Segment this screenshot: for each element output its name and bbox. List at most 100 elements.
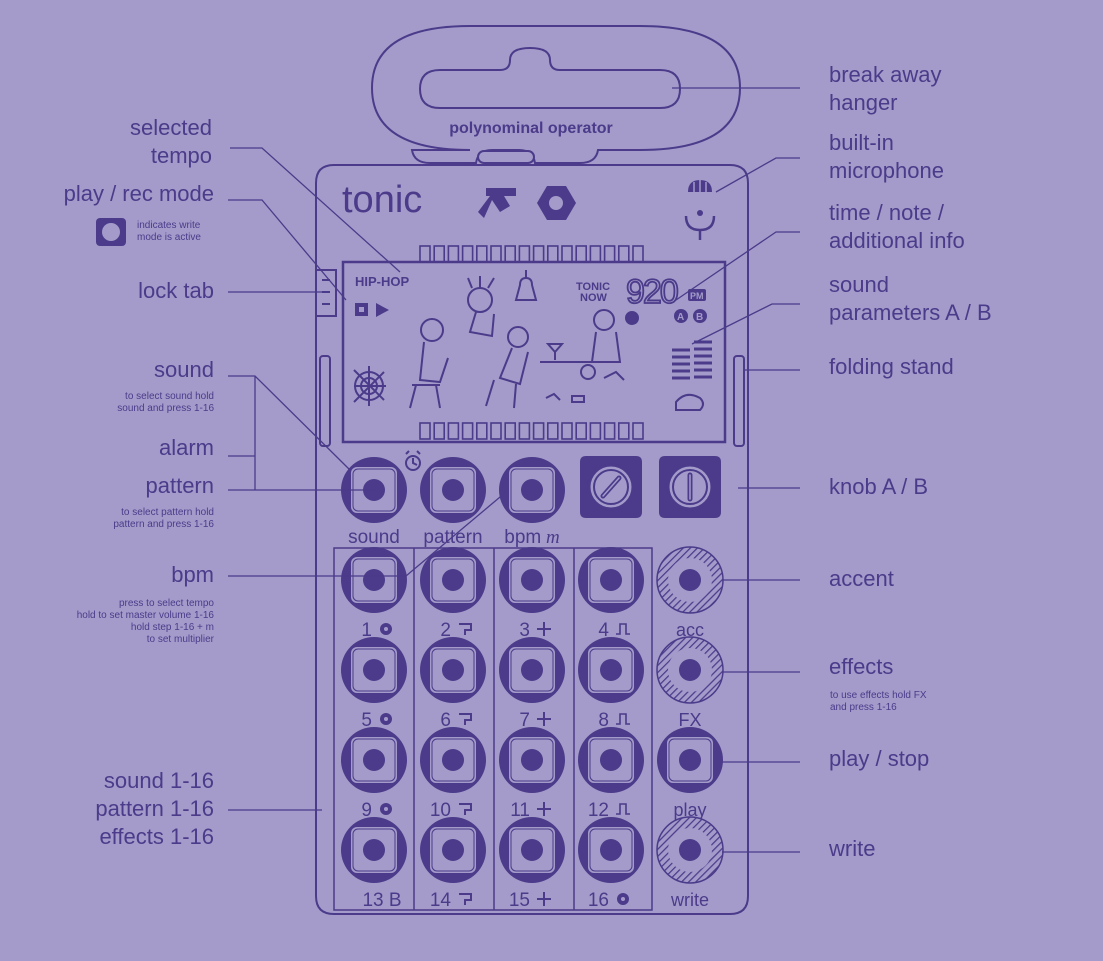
step-3-glyph-icon xyxy=(537,622,551,636)
note-write-mode: indicates write mode is active xyxy=(137,220,201,243)
alarm-clock-icon xyxy=(405,450,421,471)
label-accent: accent xyxy=(829,566,894,591)
step-button-8[interactable] xyxy=(578,637,644,703)
lcd-step-segment xyxy=(447,245,460,263)
step-button-9[interactable] xyxy=(341,727,407,793)
step-button-4[interactable] xyxy=(578,547,644,613)
step-number-10: 10 xyxy=(430,800,451,821)
step-button-15[interactable] xyxy=(499,817,565,883)
step-button-11[interactable] xyxy=(499,727,565,793)
lcd-step-segment xyxy=(589,422,602,440)
label-sound-parameters: sound parameters A / B xyxy=(829,272,992,325)
label-write: write xyxy=(829,836,876,861)
step-grid-frame xyxy=(333,547,653,911)
knob-a[interactable] xyxy=(580,456,642,518)
step-10-glyph-icon xyxy=(459,803,472,815)
lcd-step-segment xyxy=(475,245,488,263)
hanger-text: polynominal operator xyxy=(449,120,613,137)
write-mode-legend-icon xyxy=(96,218,126,246)
note-sound: to select sound hold sound and press 1-1… xyxy=(117,391,214,414)
lcd-step-segment xyxy=(518,422,531,440)
step-number-12: 12 xyxy=(588,800,609,821)
lcd-digits: 920 xyxy=(626,273,678,311)
bpm-button[interactable] xyxy=(499,457,565,523)
lcd-step-segment xyxy=(532,422,545,440)
label-folding-stand: folding stand xyxy=(829,354,954,379)
label-sound-pattern-effects: sound 1-16 pattern 1-16 effects 1-16 xyxy=(95,768,214,849)
step-number-1: 1 xyxy=(361,620,372,641)
knob-b[interactable] xyxy=(659,456,721,518)
step-number-7: 7 xyxy=(519,710,530,731)
lcd-step-segment xyxy=(546,245,559,263)
lcd-step-segment xyxy=(518,245,531,263)
step-button-10[interactable] xyxy=(420,727,486,793)
lcd-step-segment xyxy=(419,245,431,263)
step-number-5: 5 xyxy=(361,710,372,731)
step-button-7[interactable] xyxy=(499,637,565,703)
lcd-step-segment xyxy=(433,245,446,263)
lcd-step-segment xyxy=(617,422,630,440)
bpm-button-label: bpm m xyxy=(504,527,559,548)
lcd-step-segment xyxy=(603,422,616,440)
lcd-illustration xyxy=(353,270,704,411)
step-number-15: 15 xyxy=(509,890,530,911)
model-name: tonic xyxy=(342,179,422,221)
label-knob-ab: knob A / B xyxy=(829,474,929,499)
lcd-param-bars xyxy=(672,340,712,380)
step-button-5[interactable] xyxy=(341,637,407,703)
label-built-in-microphone: built-in microphone xyxy=(829,130,944,183)
label-lock-tab: lock tab xyxy=(138,278,214,303)
step-number-13: 13 B xyxy=(362,890,401,911)
lcd-step-segment xyxy=(632,422,644,440)
label-sound: sound xyxy=(154,357,214,382)
step-button-13[interactable] xyxy=(341,817,407,883)
microphone-icon xyxy=(684,180,716,240)
write-button[interactable] xyxy=(656,816,724,884)
pattern-button[interactable] xyxy=(420,457,486,523)
label-play-rec-mode: play / rec mode xyxy=(63,181,214,206)
step-button-3[interactable] xyxy=(499,547,565,613)
lcd-param-b: B xyxy=(696,312,703,323)
lcd-step-segment xyxy=(433,422,446,440)
step-4-glyph-icon xyxy=(616,623,630,635)
lcd-step-segment xyxy=(546,422,559,440)
step-button-12[interactable] xyxy=(578,727,644,793)
lcd-step-segment xyxy=(490,245,502,263)
step-9-glyph-icon xyxy=(380,803,392,815)
step-button-14[interactable] xyxy=(420,817,486,883)
lcd-screen: HIP-HOP TONIC NOW 920 PM A B xyxy=(341,245,727,444)
lcd-badge-line1: TONIC xyxy=(576,281,610,293)
lcd-badge-line2: NOW xyxy=(580,292,608,304)
break-away-hanger xyxy=(370,25,742,164)
label-alarm: alarm xyxy=(158,435,214,460)
lcd-step-segment xyxy=(632,245,644,263)
sound-button-label: sound xyxy=(348,527,400,548)
step-11-glyph-icon xyxy=(537,802,551,816)
play-button[interactable] xyxy=(657,727,723,793)
lcd-step-segment xyxy=(589,245,602,263)
note-bpm: press to select tempo hold to set master… xyxy=(76,598,214,645)
lcd-step-segment xyxy=(561,245,573,263)
step-16-glyph-icon xyxy=(617,893,629,905)
label-bpm: bpm xyxy=(171,562,214,587)
acc-button[interactable] xyxy=(656,546,724,614)
step-6-glyph-icon xyxy=(459,713,472,725)
fx-button[interactable] xyxy=(656,636,724,704)
step-1-glyph-icon xyxy=(380,623,392,635)
step-button-2[interactable] xyxy=(420,547,486,613)
step-button-1[interactable] xyxy=(341,547,407,613)
step-button-16[interactable] xyxy=(578,817,644,883)
step-8-glyph-icon xyxy=(616,713,630,725)
note-effects: to use effects hold FX and press 1-16 xyxy=(830,690,927,713)
teenage-engineering-logo xyxy=(478,186,576,220)
play-button-label: play xyxy=(673,800,706,820)
pattern-button-label: pattern xyxy=(423,527,482,548)
label-time-note-info: time / note / additional info xyxy=(829,200,965,253)
step-number-9: 9 xyxy=(361,800,372,821)
lcd-step-segment xyxy=(490,422,502,440)
step-button-6[interactable] xyxy=(420,637,486,703)
step-15-glyph-icon xyxy=(537,892,551,906)
lcd-step-segment xyxy=(617,245,630,263)
step-number-4: 4 xyxy=(598,620,609,641)
lcd-step-segment xyxy=(575,245,588,263)
